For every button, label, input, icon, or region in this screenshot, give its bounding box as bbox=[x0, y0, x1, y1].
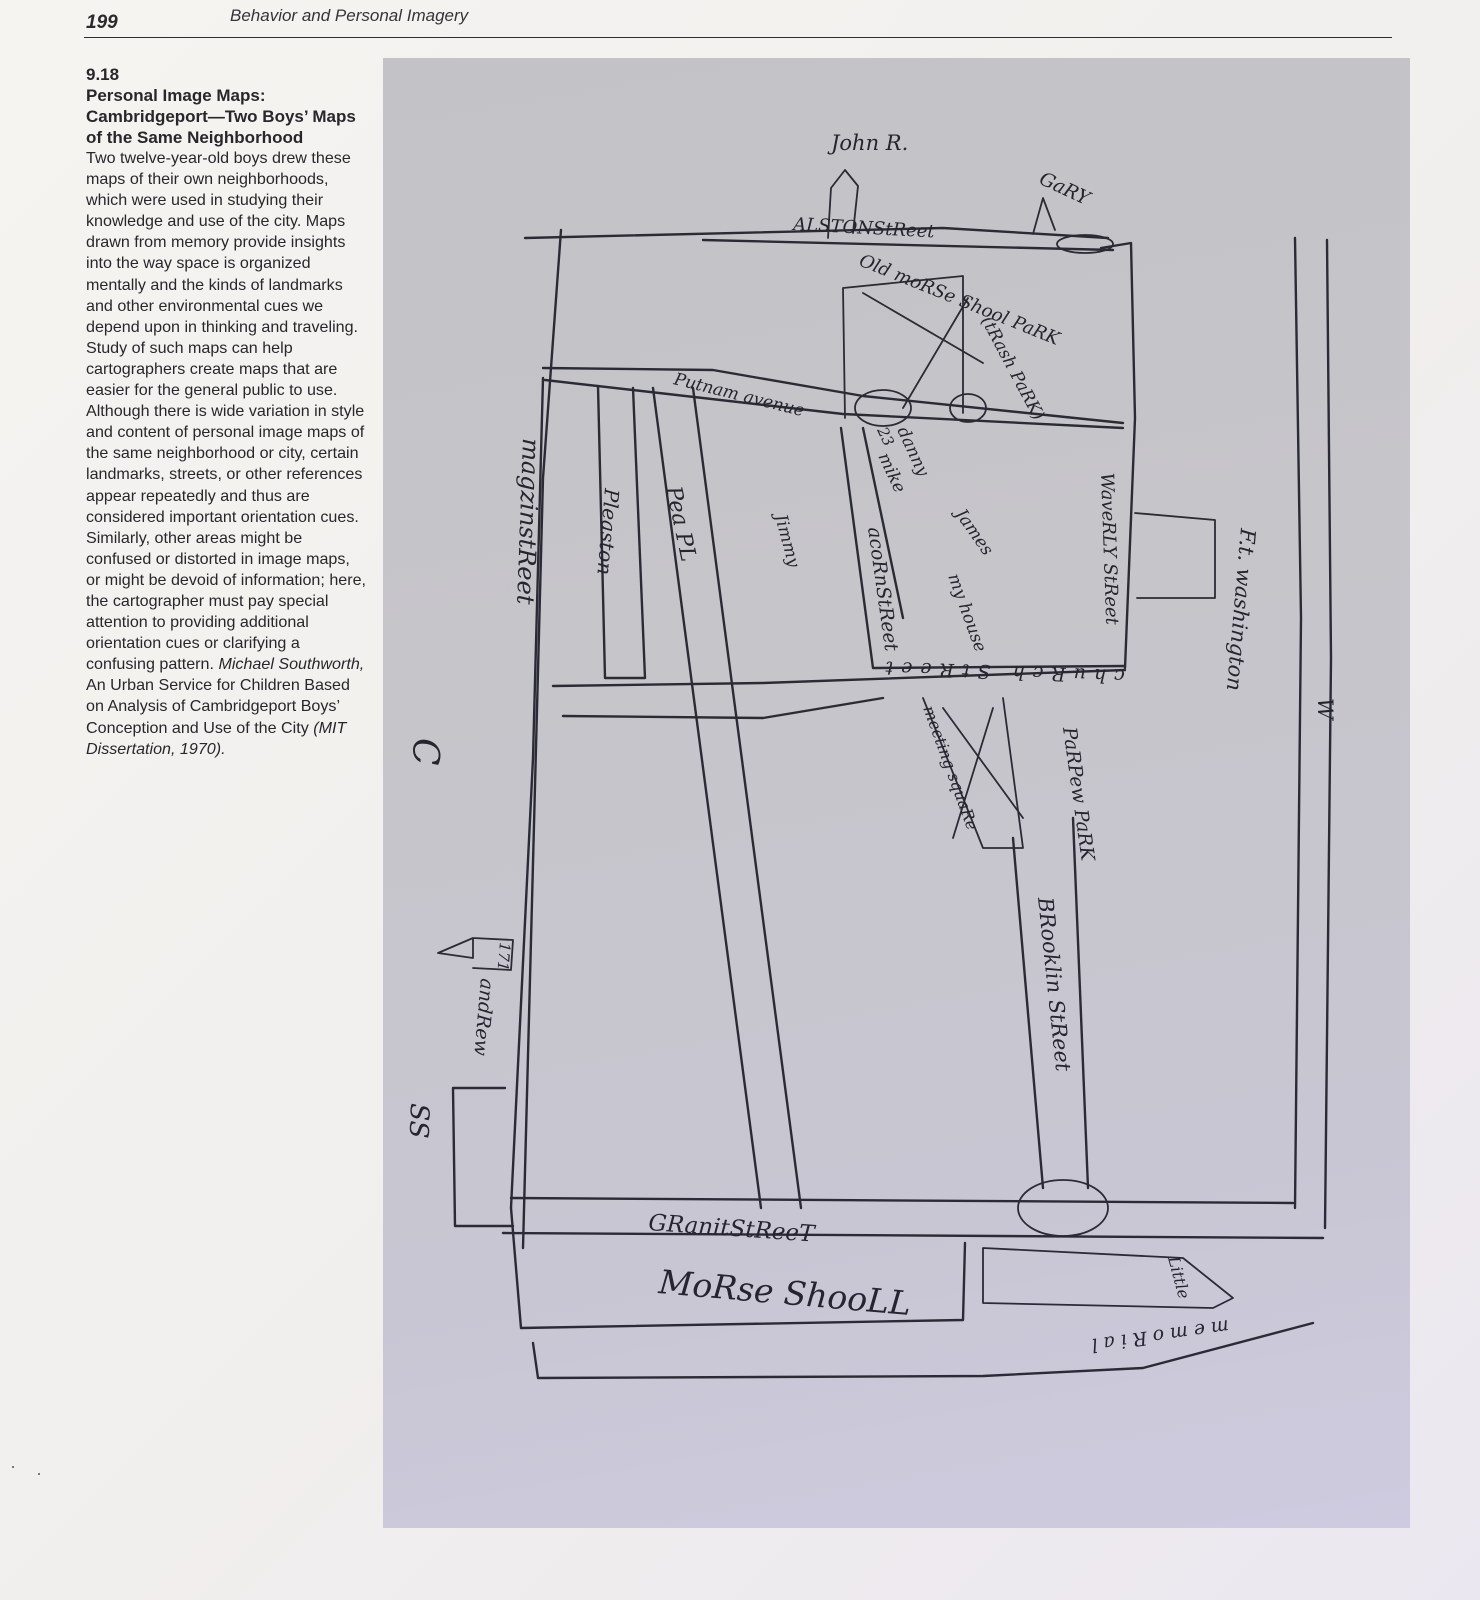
label-ss-mark: SS bbox=[403, 1103, 434, 1139]
label-church: chuRch StReet bbox=[877, 656, 1125, 687]
label-old-morse: Old moRSe Shool PaRK bbox=[856, 250, 1064, 350]
ss-box bbox=[451, 1086, 515, 1228]
andrew-tower bbox=[437, 937, 514, 971]
label-magazine: magzinstReet bbox=[511, 438, 545, 606]
label-alston: ALSTONStReet bbox=[791, 214, 936, 243]
caption-credit-author: Michael Southworth, bbox=[218, 655, 365, 674]
label-c-mark: C bbox=[404, 738, 445, 766]
fort-washington-box bbox=[1134, 512, 1216, 599]
little-memorial bbox=[982, 1247, 1234, 1309]
hand-drawn-map: John R. GaRY ALSTONStReet Old moRSe Shoo… bbox=[403, 131, 1337, 1380]
putnam-avenue bbox=[541, 366, 1125, 425]
old-morse-park bbox=[842, 275, 984, 419]
label-granite: GRanitStReeT bbox=[648, 1210, 817, 1248]
meeting-square bbox=[922, 697, 1024, 849]
gary-tower bbox=[1032, 197, 1056, 235]
label-james: James bbox=[949, 503, 997, 560]
alston-street bbox=[523, 226, 1115, 252]
label-number-171: 171 bbox=[494, 942, 514, 972]
label-morse-school: MoRse ShooLL bbox=[656, 1262, 912, 1323]
morse-school-box bbox=[509, 1206, 967, 1330]
caption-credit-work: An Urban Service for Children Based on A… bbox=[86, 676, 350, 737]
granite-street bbox=[501, 1196, 1325, 1240]
granite-circle bbox=[1017, 1179, 1109, 1237]
park-circle-1 bbox=[854, 389, 912, 427]
paper-speck bbox=[12, 1466, 14, 1468]
label-pacific: PaRPew PaRK bbox=[1058, 725, 1099, 864]
caption-credit-source: (MIT Dissertation, 1970). bbox=[86, 718, 347, 758]
figure-title: Personal Image Maps: Cambridgeport—Two B… bbox=[86, 86, 356, 147]
park-circle-2 bbox=[949, 393, 987, 423]
pleaston-street bbox=[596, 384, 647, 680]
label-little: Little bbox=[1164, 1253, 1194, 1301]
running-head: 199 Behavior and Personal Imagery bbox=[0, 0, 1480, 50]
paper-speck bbox=[38, 1473, 40, 1475]
figure-caption: 9.18 Personal Image Maps: Cambridgeport—… bbox=[86, 64, 366, 760]
brooklin-street bbox=[1011, 816, 1090, 1190]
right-long-street bbox=[1293, 236, 1303, 1210]
header-rule bbox=[84, 37, 1392, 38]
hand-drawn-map-figure: John R. GaRY ALSTONStReet Old moRSe Shoo… bbox=[383, 58, 1410, 1528]
label-pleaston: Pleaston bbox=[592, 487, 624, 577]
right-long-street-2 bbox=[1323, 238, 1333, 1230]
magazine-street-2 bbox=[509, 376, 545, 1210]
figure-number: 9.18 bbox=[86, 65, 120, 84]
label-fort-washington: F.t. washington bbox=[1222, 527, 1260, 692]
label-john: John R. bbox=[827, 131, 908, 155]
acorn-block bbox=[839, 426, 1127, 670]
running-title: Behavior and Personal Imagery bbox=[230, 6, 469, 25]
label-jimmy: Jimmy bbox=[769, 509, 803, 570]
john-tower bbox=[827, 169, 859, 239]
alston-end-loop bbox=[1056, 234, 1114, 254]
label-waverly: WaveRLY StReet bbox=[1096, 472, 1122, 626]
label-brooklin: BRooklin StReet bbox=[1033, 895, 1075, 1073]
label-andrew: andRew bbox=[469, 978, 498, 1057]
label-w-mark: W bbox=[1313, 698, 1337, 722]
church-street bbox=[551, 668, 1127, 720]
label-number-23: 23 bbox=[873, 423, 898, 449]
label-my-house: my house bbox=[943, 571, 990, 655]
waverly-edge bbox=[1099, 241, 1137, 670]
caption-text: Two twelve-year-old boys drew these maps… bbox=[86, 149, 367, 674]
page-number: 199 bbox=[86, 12, 118, 33]
label-meeting: meeting squaRe bbox=[919, 703, 982, 833]
label-putnam: Putnam avenue bbox=[671, 369, 806, 421]
outer-bottom bbox=[531, 1321, 1315, 1380]
caption-body: Two twelve-year-old boys drew these maps… bbox=[86, 148, 366, 760]
magazine-street bbox=[521, 228, 563, 1250]
putnam-avenue-2 bbox=[543, 378, 1125, 430]
label-peal: Pea PL bbox=[660, 483, 701, 564]
peal-street bbox=[651, 386, 803, 1210]
